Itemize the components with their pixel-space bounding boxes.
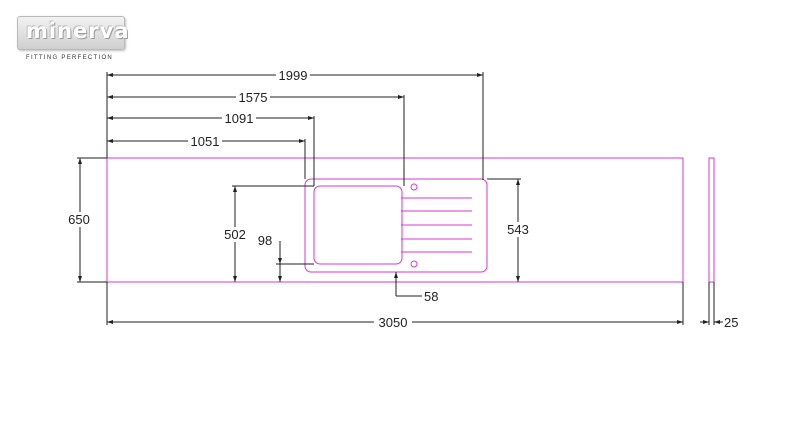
dim-bowl-left: 1051	[191, 134, 220, 149]
sink-bowl	[313, 185, 403, 265]
dim-bowl-right: 1575	[239, 90, 268, 105]
brand-logo: minerva	[17, 16, 129, 50]
waste-hole-icon	[410, 260, 418, 268]
dim-drainer-end: 1999	[279, 68, 308, 83]
dim-back-gap: 58	[424, 289, 438, 304]
worktop-outline	[106, 157, 684, 283]
dim-thickness: 25	[724, 315, 738, 330]
brand-tagline: FITTING PERFECTION	[26, 55, 114, 61]
dim-bowl-depth: 502	[224, 227, 246, 242]
worktop-side-profile	[708, 157, 715, 283]
dim-depth: 650	[68, 212, 90, 227]
dim-front-gap: 98	[258, 233, 272, 248]
dim-cutout-depth: 543	[507, 222, 529, 237]
drainer-grooves	[401, 197, 472, 253]
brand-name: minerva	[26, 19, 130, 43]
dim-bowl-inner-left: 1091	[225, 111, 254, 126]
dim-overall-length: 3050	[379, 315, 408, 330]
tap-hole-icon	[410, 183, 418, 191]
